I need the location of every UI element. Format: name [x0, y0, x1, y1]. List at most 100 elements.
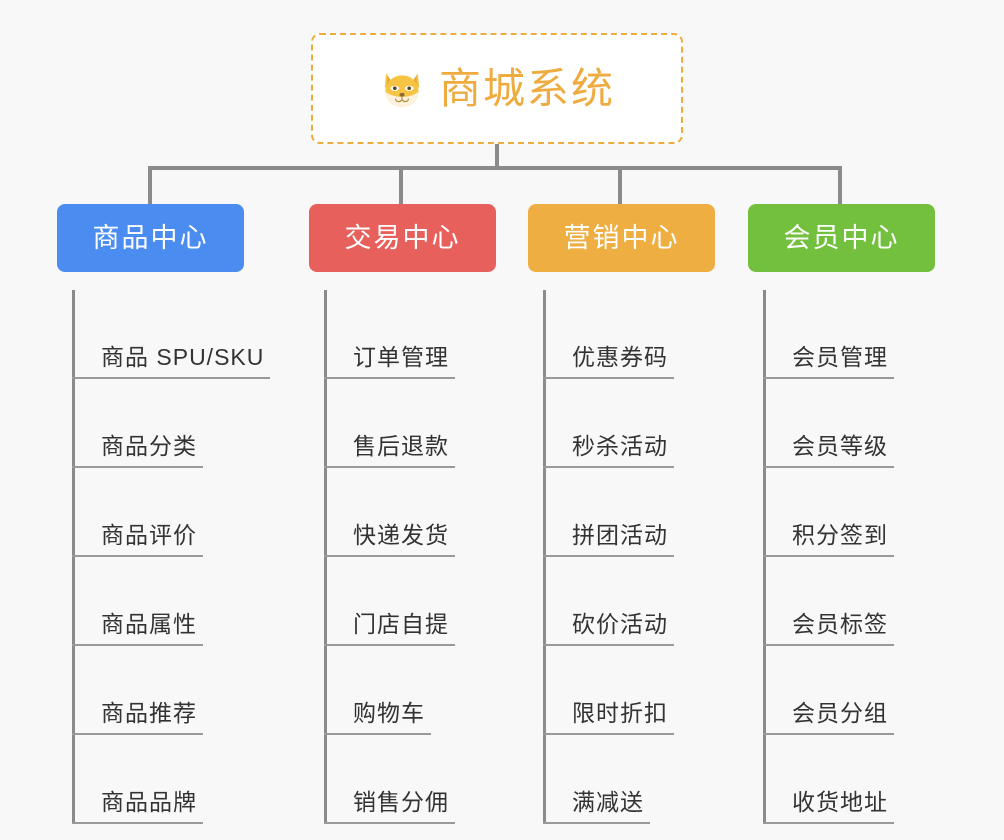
leaf-list-trade: 订单管理 售后退款 快递发货 门店自提 购物车 销售分佣	[324, 290, 539, 824]
list-item-label: 商品推荐	[101, 700, 197, 726]
leaf-underline	[543, 822, 650, 824]
category-header-label: 交易中心	[344, 222, 461, 253]
list-item[interactable]: 购物车	[324, 646, 539, 735]
connector-drop-4	[838, 166, 842, 204]
list-item-label: 会员等级	[792, 433, 888, 459]
leaf-underline	[763, 377, 894, 379]
list-item-label: 拼团活动	[572, 522, 668, 548]
list-item[interactable]: 会员等级	[763, 379, 978, 468]
leaf-underline	[763, 733, 894, 735]
list-item[interactable]: 积分签到	[763, 468, 978, 557]
list-item[interactable]: 商品评价	[72, 468, 287, 557]
leaf-underline	[543, 555, 674, 557]
branch-column-trade: 交易中心 订单管理 售后退款 快递发货 门店自提 购物车	[309, 204, 539, 824]
leaf-underline	[543, 733, 674, 735]
shiba-dog-face-icon	[379, 66, 425, 112]
branch-trunk-line	[763, 290, 766, 824]
list-item-label: 售后退款	[353, 433, 449, 459]
category-header-label: 商品中心	[92, 222, 209, 253]
list-item-label: 秒杀活动	[572, 433, 668, 459]
category-header-label: 营销中心	[563, 222, 680, 253]
list-item[interactable]: 门店自提	[324, 557, 539, 646]
root-title: 商城系统	[438, 64, 615, 112]
list-item[interactable]: 售后退款	[324, 379, 539, 468]
list-item-label: 订单管理	[353, 344, 449, 370]
list-item[interactable]: 会员标签	[763, 557, 978, 646]
list-item[interactable]: 秒杀活动	[543, 379, 758, 468]
list-item[interactable]: 商品 SPU/SKU	[72, 290, 287, 379]
list-item-label: 满减送	[572, 789, 644, 815]
list-item-label: 优惠券码	[572, 344, 668, 370]
connector-drop-1	[148, 166, 152, 204]
list-item-label: 购物车	[353, 700, 425, 726]
category-header-trade[interactable]: 交易中心	[309, 204, 496, 272]
leaf-underline	[543, 466, 674, 468]
connector-horizontal-bus	[148, 166, 842, 170]
list-item-label: 销售分佣	[353, 789, 449, 815]
list-item-label: 限时折扣	[572, 700, 668, 726]
list-item[interactable]: 限时折扣	[543, 646, 758, 735]
list-item[interactable]: 拼团活动	[543, 468, 758, 557]
list-item-label: 商品品牌	[101, 789, 197, 815]
category-header-label: 会员中心	[783, 222, 900, 253]
branch-column-member: 会员中心 会员管理 会员等级 积分签到 会员标签 会员分组	[748, 204, 978, 824]
list-item-label: 商品属性	[101, 611, 197, 637]
list-item[interactable]: 会员管理	[763, 290, 978, 379]
branch-column-marketing: 营销中心 优惠券码 秒杀活动 拼团活动 砍价活动 限时折扣	[528, 204, 758, 824]
list-item-label: 砍价活动	[572, 611, 668, 637]
list-item[interactable]: 优惠券码	[543, 290, 758, 379]
list-item-label: 商品分类	[101, 433, 197, 459]
connector-drop-3	[618, 166, 622, 204]
list-item[interactable]: 收货地址	[763, 735, 978, 824]
leaf-underline	[72, 644, 203, 646]
list-item-label: 快递发货	[353, 522, 449, 548]
leaf-list-member: 会员管理 会员等级 积分签到 会员标签 会员分组 收货地址	[763, 290, 978, 824]
list-item[interactable]: 商品推荐	[72, 646, 287, 735]
root-node[interactable]: 商城系统	[311, 33, 683, 144]
leaf-underline	[72, 555, 203, 557]
list-item-label: 会员分组	[792, 700, 888, 726]
leaf-underline	[763, 822, 894, 824]
leaf-underline	[324, 822, 455, 824]
leaf-underline	[324, 644, 455, 646]
leaf-underline	[72, 733, 203, 735]
list-item[interactable]: 会员分组	[763, 646, 978, 735]
leaf-list-marketing: 优惠券码 秒杀活动 拼团活动 砍价活动 限时折扣 满减送	[543, 290, 758, 824]
branch-column-product: 商品中心 商品 SPU/SKU 商品分类 商品评价 商品属性 商品推荐	[57, 204, 287, 824]
branch-trunk-line	[324, 290, 327, 824]
category-header-marketing[interactable]: 营销中心	[528, 204, 715, 272]
category-header-product[interactable]: 商品中心	[57, 204, 244, 272]
branch-trunk-line	[543, 290, 546, 824]
list-item[interactable]: 销售分佣	[324, 735, 539, 824]
list-item-label: 会员标签	[792, 611, 888, 637]
list-item-label: 积分签到	[792, 522, 888, 548]
leaf-underline	[324, 377, 455, 379]
leaf-underline	[543, 377, 674, 379]
list-item[interactable]: 商品分类	[72, 379, 287, 468]
leaf-underline	[324, 555, 455, 557]
list-item-label: 商品评价	[101, 522, 197, 548]
list-item-label: 会员管理	[792, 344, 888, 370]
connector-root-drop	[495, 144, 499, 170]
list-item[interactable]: 商品属性	[72, 557, 287, 646]
leaf-underline	[72, 822, 203, 824]
leaf-list-product: 商品 SPU/SKU 商品分类 商品评价 商品属性 商品推荐 商品品牌	[72, 290, 287, 824]
list-item[interactable]: 满减送	[543, 735, 758, 824]
branch-trunk-line	[72, 290, 75, 824]
list-item-label: 门店自提	[353, 611, 449, 637]
list-item[interactable]: 砍价活动	[543, 557, 758, 646]
list-item[interactable]: 订单管理	[324, 290, 539, 379]
list-item[interactable]: 商品品牌	[72, 735, 287, 824]
connector-drop-2	[399, 166, 403, 204]
leaf-underline	[543, 644, 674, 646]
leaf-underline	[324, 466, 455, 468]
leaf-underline	[324, 733, 431, 735]
leaf-underline	[763, 466, 894, 468]
list-item-label: 商品 SPU/SKU	[101, 344, 265, 370]
category-header-member[interactable]: 会员中心	[748, 204, 935, 272]
leaf-underline	[72, 466, 203, 468]
leaf-underline	[763, 555, 894, 557]
list-item-label: 收货地址	[792, 789, 888, 815]
list-item[interactable]: 快递发货	[324, 468, 539, 557]
